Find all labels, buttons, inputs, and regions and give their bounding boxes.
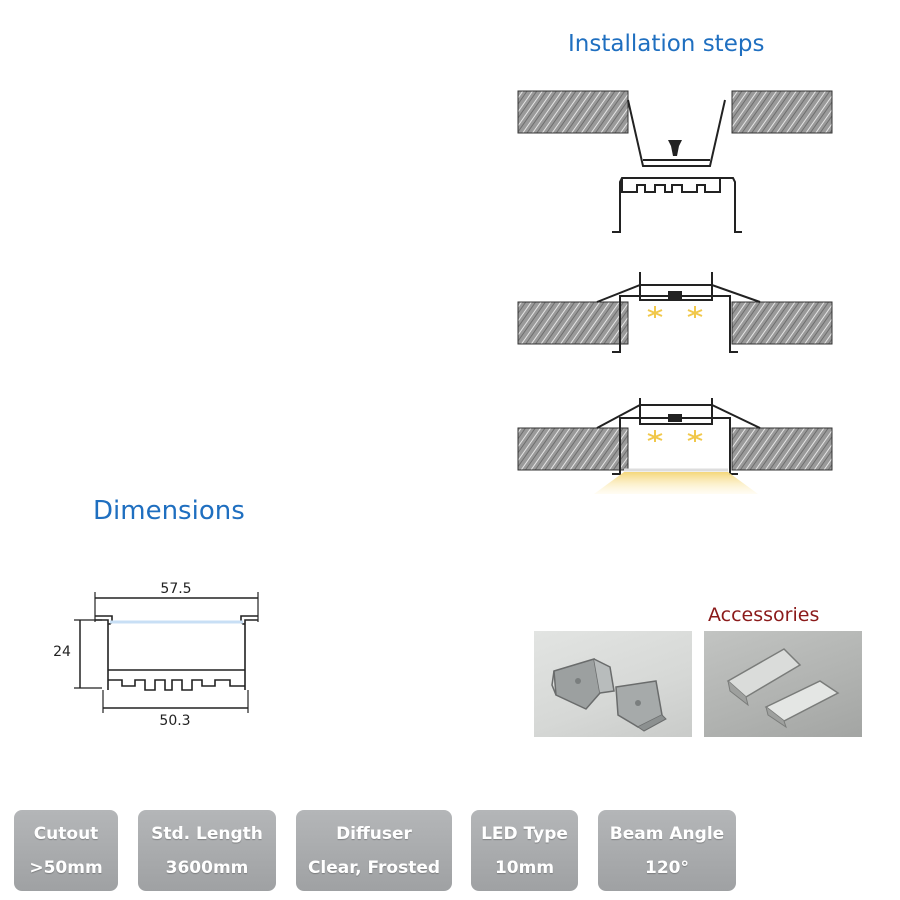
accessories-title: Accessories	[708, 604, 820, 626]
mounting-clips-photo	[534, 631, 692, 737]
ceiling-panel-left	[517, 90, 629, 134]
led-light-icon	[647, 306, 703, 318]
ceiling-panel-right	[731, 90, 833, 134]
screw-icon	[668, 140, 682, 156]
spec-length-badge: Std. Length 3600mm	[138, 810, 276, 891]
install-step-1	[517, 90, 833, 233]
light-glow	[594, 472, 758, 494]
ceiling-panel-left-3	[517, 427, 629, 471]
spec-led-type-value: 10mm	[494, 857, 555, 878]
spec-diffuser-badge: Diffuser Clear, Frosted	[296, 810, 452, 891]
end-caps-photo	[704, 631, 862, 737]
install-step-2	[517, 272, 833, 353]
spec-diffuser-value: Clear, Frosted	[307, 857, 441, 878]
ceiling-panel-right-3	[731, 427, 833, 471]
spec-beam-angle-value: 120°	[645, 857, 689, 878]
spec-led-type-badge: LED Type 10mm	[471, 810, 578, 891]
ceiling-panel-left-2	[517, 301, 629, 345]
spec-diffuser-label: Diffuser	[336, 823, 412, 844]
spec-cutout-label: Cutout	[33, 823, 99, 844]
dimension-top-width: 57.5	[160, 581, 191, 597]
profile-cross-section	[95, 615, 258, 691]
ceiling-panel-right-2	[731, 301, 833, 345]
installation-steps-diagram	[517, 90, 833, 494]
spec-length-label: Std. Length	[151, 823, 263, 844]
installation-steps-title: Installation steps	[568, 31, 765, 57]
led-holder	[627, 99, 726, 167]
dimensions-title: Dimensions	[93, 496, 245, 526]
spec-cutout-badge: Cutout >50mm	[14, 810, 118, 891]
spec-beam-angle-badge: Beam Angle 120°	[598, 810, 736, 891]
dimensions-diagram: 57.5 24 50.3	[53, 581, 259, 729]
dimension-bottom-width: 50.3	[159, 713, 190, 729]
dimension-height: 24	[53, 644, 71, 660]
spec-beam-angle-label: Beam Angle	[609, 823, 725, 844]
install-step-3	[517, 398, 833, 494]
spec-led-type-label: LED Type	[481, 823, 568, 844]
spec-cutout-value: >50mm	[29, 857, 103, 878]
spec-length-value: 3600mm	[165, 857, 249, 878]
aluminium-profile	[612, 177, 742, 233]
